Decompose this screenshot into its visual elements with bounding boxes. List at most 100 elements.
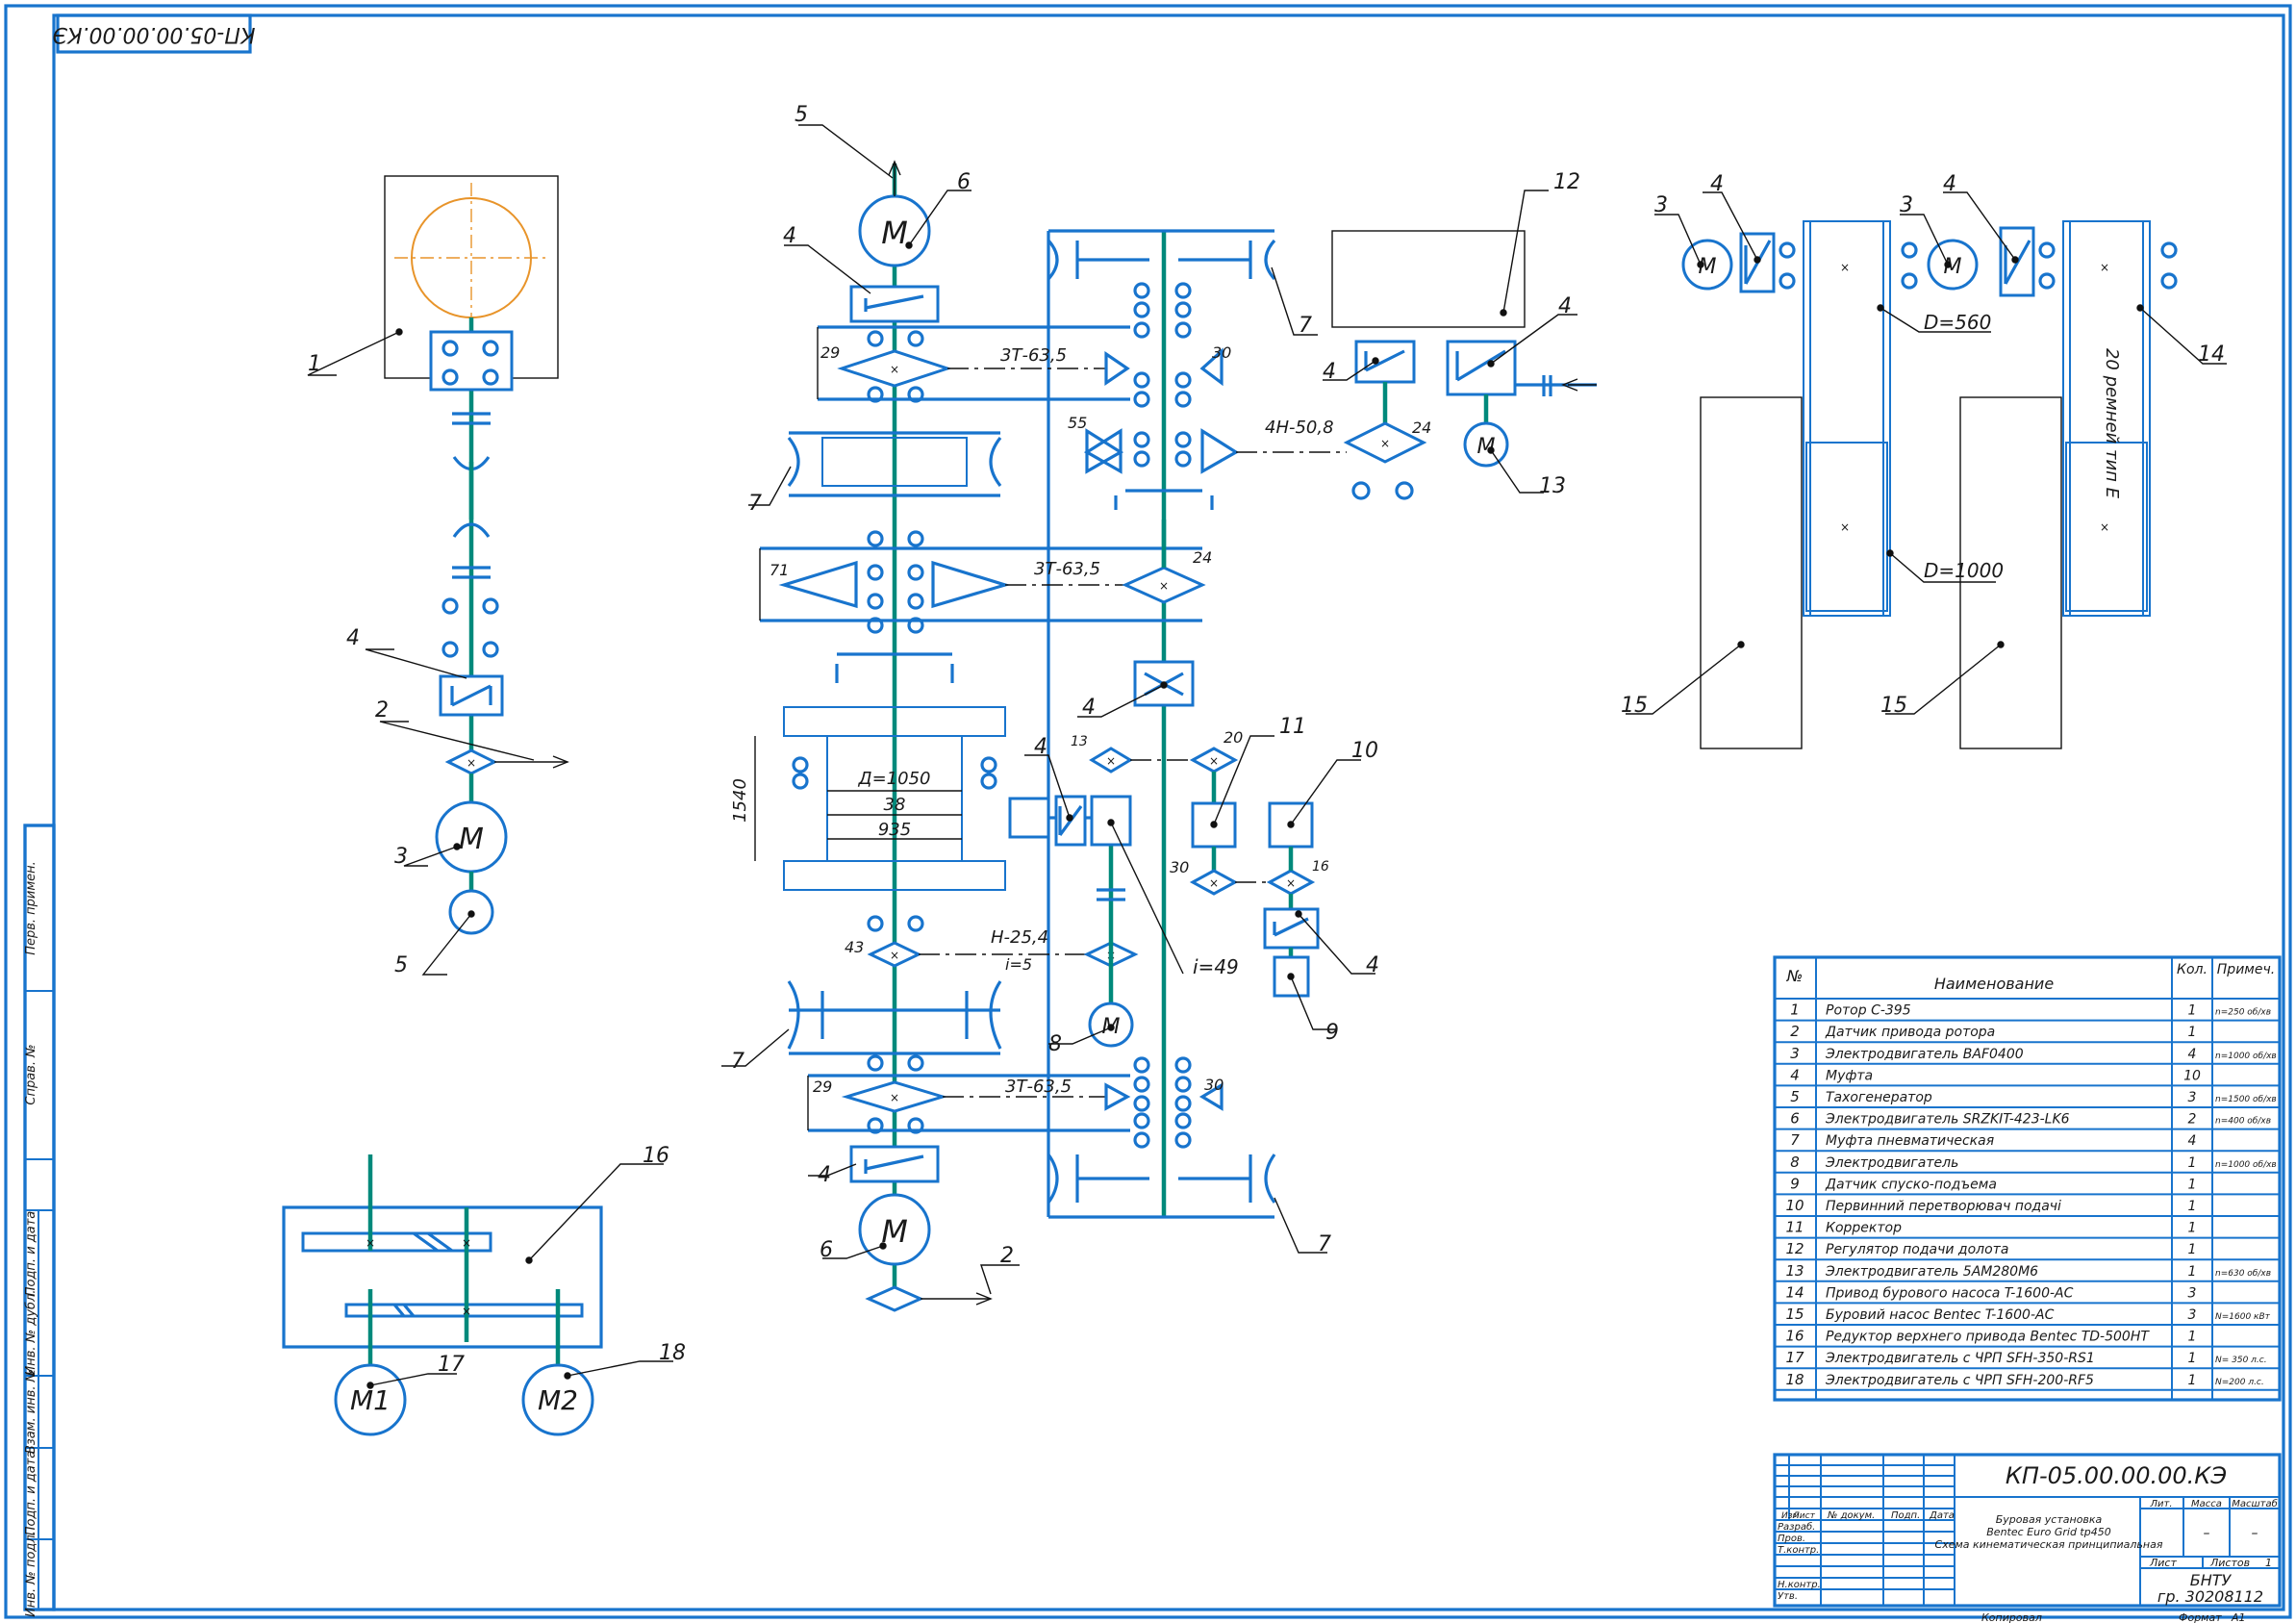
svg-text:×: ×	[1286, 876, 1296, 890]
spec-cell-num: 9	[1790, 1175, 1800, 1192]
spec-cell-qty: 1	[2188, 1264, 2197, 1280]
spec-cell-num: 2	[1790, 1023, 1800, 1040]
callout-15-right: 15	[1880, 694, 1907, 718]
stamp-row-tkontr: Т.контр.	[1778, 1545, 1819, 1556]
callout-4-sensor: 4	[1366, 953, 1379, 977]
callout-14: 14	[2198, 342, 2225, 367]
spec-cell-name: Регулятор подачи долота	[1826, 1242, 2008, 1257]
group-name: гр. 30208112	[2157, 1587, 2263, 1606]
spec-cell-name: Корректор	[1826, 1221, 1902, 1236]
callout-17: 17	[438, 1353, 465, 1377]
spec-cell-name: Электродвигатель	[1825, 1155, 1958, 1171]
mass-value: –	[2204, 1526, 2210, 1541]
stamp-row-nkontr: Н.контр.	[1778, 1580, 1821, 1590]
spec-cell-name: Электродвигатель 5AM280M6	[1825, 1264, 2038, 1280]
title-line-3: Схема кинематическая принципиальная	[1935, 1538, 2163, 1551]
callout-8: 8	[1048, 1032, 1062, 1056]
chain-label-mid: 3Т-63,5	[1034, 559, 1100, 579]
spec-cell-qty: 4	[2188, 1047, 2197, 1062]
svg-text:×: ×	[1106, 754, 1116, 768]
tooth-29-bottom: 29	[813, 1078, 832, 1096]
spec-cell-name: Электродвигатель с ЧРП SFH-200-RF5	[1825, 1373, 2094, 1388]
mud-pump-scheme: М × × М × × 20 ремней тип Е D=560 D=1000	[1681, 220, 2178, 749]
callout-11: 11	[1279, 715, 1306, 739]
feed-regulator-scheme: × М	[1331, 230, 1597, 500]
callout-4-rotor: 4	[346, 626, 360, 650]
callout-7-tl: 7	[748, 492, 762, 516]
spec-cell-qty: 1	[2188, 1025, 2197, 1040]
svg-text:×: ×	[1840, 261, 1850, 274]
stamp-row-prov: Пров.	[1778, 1534, 1805, 1544]
stamp-col-izm: Изм	[1781, 1511, 1800, 1521]
spec-cell-name: Датчик привода ротора	[1825, 1025, 1995, 1040]
side-label-podl: Инв. № подл.	[24, 1531, 38, 1617]
spec-cell-note: n=630 об/хв	[2215, 1269, 2271, 1279]
callout-5-top: 5	[795, 103, 808, 127]
spec-cell-name: Редуктор верхнего привода Bentec TD-500H…	[1826, 1330, 2150, 1345]
stamp-col-list: Лист	[1792, 1511, 1816, 1521]
callout-6-top: 6	[957, 170, 971, 194]
callout-4-bottom: 4	[818, 1163, 831, 1187]
stamp-col-doc: № докум.	[1827, 1510, 1875, 1521]
callout-10: 10	[1351, 739, 1378, 763]
spec-cell-num: 17	[1785, 1349, 1804, 1366]
spec-cell-qty: 1	[2188, 1199, 2197, 1214]
spec-cell-qty: 3	[2188, 1307, 2197, 1323]
inverted-code-text: КП-05.00.00.00.КЭ	[52, 22, 255, 46]
drum-dim-38: 38	[884, 795, 906, 815]
side-label-podp1: Подп. и дата	[24, 1211, 38, 1297]
stamp-col-podp: Подп.	[1891, 1510, 1920, 1521]
side-label-dubl: Инв. № дубл.	[24, 1290, 38, 1376]
tooth-24-a: 24	[1412, 418, 1431, 437]
pulley-d1000: D=1000	[1924, 559, 2004, 582]
drum-dim-935: 935	[878, 820, 911, 840]
side-label-perv: Перв. примен.	[24, 861, 38, 955]
stamp-row-utv: Утв.	[1778, 1591, 1798, 1602]
spec-cell-num: 16	[1785, 1328, 1804, 1345]
callout-13: 13	[1539, 474, 1566, 498]
callout-4-top: 4	[783, 224, 796, 248]
spec-cell-qty: 10	[2183, 1068, 2201, 1083]
chain-label-top: 3Т-63,5	[1000, 345, 1067, 366]
pump-motor-left-label: М	[1699, 255, 1717, 279]
spec-cell-num: 1	[1790, 1002, 1800, 1019]
pulley-d560: D=560	[1924, 311, 1991, 334]
sheets-value: 1	[2265, 1557, 2272, 1569]
callout-4-pump1: 4	[1710, 172, 1724, 196]
svg-text:×: ×	[890, 1091, 899, 1104]
mass-label: Масса	[2191, 1499, 2222, 1509]
format-value: А1	[2231, 1611, 2246, 1623]
callout-9: 9	[1325, 1021, 1339, 1045]
spec-cell-note: n=1000 об/хв	[2215, 1052, 2277, 1061]
ratio-i5: i=5	[1005, 955, 1032, 974]
callout-18: 18	[659, 1341, 686, 1365]
callout-3-pump1: 3	[1654, 193, 1668, 217]
spec-header-num: №	[1786, 967, 1804, 985]
tooth-20: 20	[1224, 728, 1243, 747]
tooth-43: 43	[845, 938, 864, 956]
callout-4-mid: 4	[1082, 696, 1096, 720]
format-label: Формат	[2179, 1611, 2222, 1623]
tooth-24-b: 24	[1193, 548, 1212, 567]
spec-cell-num: 8	[1790, 1154, 1800, 1171]
spec-header-qty: Кол.	[2177, 962, 2208, 977]
tooth-30-top: 30	[1212, 343, 1231, 362]
callout-15-left: 15	[1621, 694, 1648, 718]
callout-4-reg: 4	[1323, 360, 1336, 384]
drum-dim-1540: 1540	[730, 778, 750, 823]
motor-m2	[521, 1363, 594, 1436]
spec-cell-qty: 1	[2188, 1177, 2197, 1192]
callout-1: 1	[308, 352, 321, 376]
tooth-30-mid: 30	[1170, 858, 1189, 876]
pump-motor-right	[1927, 239, 1979, 291]
spec-cell-name: Буровий насос Bentec T-1600-AC	[1826, 1307, 2055, 1323]
spec-cell-qty: 1	[2188, 1155, 2197, 1171]
spec-cell-qty: 1	[2188, 1373, 2197, 1388]
spec-cell-num: 10	[1785, 1197, 1804, 1214]
chain-label-bottom: 3Т-63,5	[1005, 1077, 1072, 1097]
spec-cell-num: 11	[1785, 1219, 1804, 1236]
title-block: Изм Лист № докум. Подп. Дата Разраб. Про…	[1773, 1453, 2282, 1623]
spec-cell-name: Ротор С-395	[1826, 1003, 1911, 1019]
spec-cell-name: Муфта пневматическая	[1826, 1133, 1994, 1149]
